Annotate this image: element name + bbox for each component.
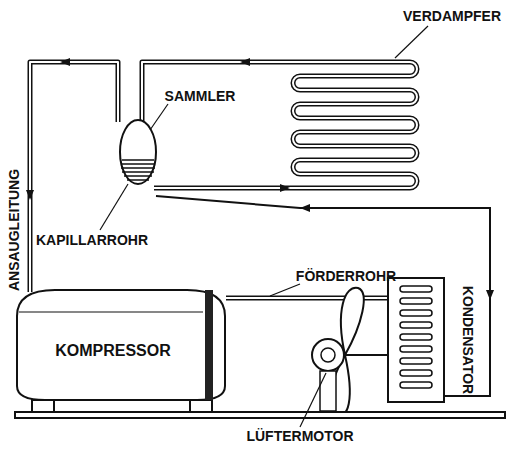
part-label: KONDENSATOR xyxy=(460,286,476,394)
part-label: SAMMLER xyxy=(165,88,236,104)
part-label: KAPILLARROHR xyxy=(36,232,148,248)
part-label: LÜFTERMOTOR xyxy=(246,428,353,444)
part-label: ANSAUGLEITUNG xyxy=(6,169,22,291)
part-name: KOMPRESSOR xyxy=(55,342,171,360)
part-label: FÖRDERROHR xyxy=(296,268,396,284)
part-label: VERDAMPFER xyxy=(403,8,501,24)
compressor-housing: KOMPRESSOR xyxy=(15,286,227,402)
